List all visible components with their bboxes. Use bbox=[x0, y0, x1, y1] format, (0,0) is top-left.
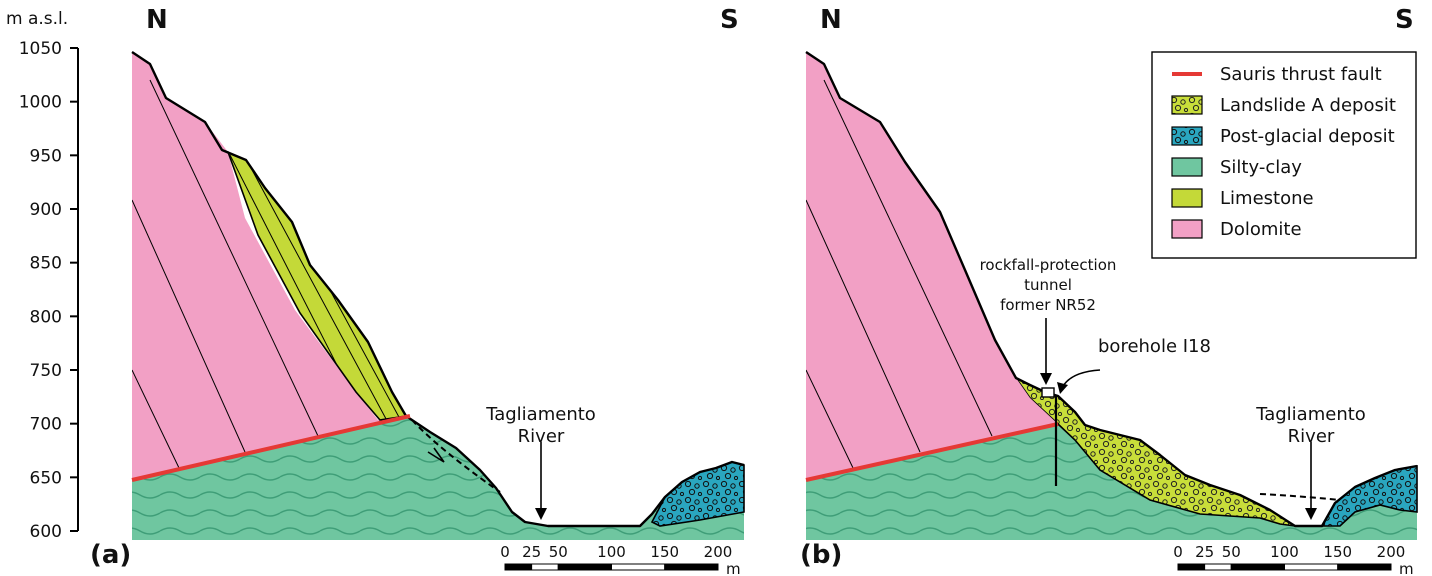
legend-swatch bbox=[1171, 188, 1203, 208]
borehole-label: borehole I18 bbox=[1098, 336, 1211, 357]
scale-segment bbox=[557, 563, 612, 571]
scale-tick-label: 200 bbox=[704, 543, 733, 561]
scale-tick-label: 25 bbox=[1195, 543, 1214, 561]
river-label-b-line1: Tagliamento bbox=[1255, 404, 1366, 425]
legend-label: Silty-clay bbox=[1220, 157, 1302, 178]
tunnel-arrowhead bbox=[1040, 373, 1052, 385]
legend-item-line: Sauris thrust fault bbox=[1172, 64, 1382, 85]
scale-tick-label: 0 bbox=[1173, 543, 1183, 561]
y-tick-label: 600 bbox=[30, 522, 62, 542]
scale-tick-label: 150 bbox=[1323, 543, 1352, 561]
legend-swatch bbox=[1171, 126, 1203, 146]
scale-segment bbox=[611, 563, 666, 571]
y-tick-label: 900 bbox=[30, 200, 62, 220]
river-label-a-line1: Tagliamento bbox=[485, 404, 596, 425]
y-tick-label: 950 bbox=[30, 146, 62, 166]
y-tick-label: 850 bbox=[30, 254, 62, 274]
scale-unit: m bbox=[1399, 560, 1414, 576]
panel-label-a: (a) bbox=[90, 540, 131, 570]
panel-a: N S Tagliamento River (a) bbox=[90, 5, 745, 576]
dolomite-unit-b bbox=[806, 52, 1058, 480]
scale-tick-label: 50 bbox=[1222, 543, 1241, 561]
legend-item-limestone: Limestone bbox=[1171, 188, 1314, 209]
river-label-b-line2: River bbox=[1288, 426, 1335, 447]
legend-swatch bbox=[1171, 219, 1203, 239]
scale-unit: m bbox=[726, 560, 741, 576]
river-arrowhead-b bbox=[1305, 508, 1317, 520]
legend-item-postglacial: Post-glacial deposit bbox=[1171, 126, 1395, 147]
y-ticks: 1050 1000 950 900 850 800 750 700 650 600 bbox=[19, 39, 78, 542]
topography-b bbox=[805, 51, 1418, 528]
panel-b: N S rockfall-protection tunnel former NR… bbox=[800, 5, 1418, 576]
south-label-a: S bbox=[720, 5, 739, 35]
slip-arrow-a bbox=[427, 447, 445, 463]
former-profile-b bbox=[1259, 493, 1341, 501]
dolomite-bedding-a bbox=[132, 79, 319, 471]
legend-swatch bbox=[1171, 95, 1203, 115]
dolomite-unit-a bbox=[132, 52, 406, 480]
y-axis: m a.s.l. 1050 1000 950 900 850 800 750 700 650 60… bbox=[6, 9, 79, 542]
legend-swatch bbox=[1171, 157, 1203, 177]
sauris-thrust-b bbox=[805, 422, 1059, 482]
scale-segment bbox=[1337, 563, 1392, 571]
legend-label: Landslide A deposit bbox=[1220, 95, 1396, 116]
scale-tick-label: 150 bbox=[650, 543, 679, 561]
y-tick-label: 650 bbox=[30, 468, 62, 488]
legend-item-dolomite: Dolomite bbox=[1171, 219, 1302, 240]
scale-segment bbox=[1230, 563, 1285, 571]
legend-label: Limestone bbox=[1220, 188, 1314, 209]
y-axis-label: m a.s.l. bbox=[6, 9, 68, 29]
panel-label-b: (b) bbox=[800, 540, 842, 570]
tunnel-marker bbox=[1041, 387, 1055, 398]
legend-item-clay: Silty-clay bbox=[1171, 157, 1302, 178]
y-tick-label: 700 bbox=[30, 415, 62, 435]
scale-tick-label: 0 bbox=[500, 543, 510, 561]
legend-label: Post-glacial deposit bbox=[1220, 126, 1395, 147]
south-label-b: S bbox=[1395, 5, 1414, 35]
tunnel-label-line2: tunnel bbox=[1024, 276, 1072, 294]
scale-tick-label: 100 bbox=[597, 543, 626, 561]
legend-item-landslide: Landslide A deposit bbox=[1171, 95, 1396, 116]
silty-clay-unit-b bbox=[806, 424, 1417, 540]
north-label-a: N bbox=[146, 5, 168, 35]
scale-segment bbox=[664, 563, 719, 571]
y-tick-label: 1000 bbox=[19, 93, 62, 113]
silty-clay-unit-a bbox=[132, 416, 744, 540]
legend-label: Dolomite bbox=[1220, 219, 1302, 240]
scale-tick-label: 100 bbox=[1270, 543, 1299, 561]
scale-tick-label: 50 bbox=[549, 543, 568, 561]
tunnel-label-line3: former NR52 bbox=[1000, 296, 1096, 314]
scale-segment bbox=[504, 563, 533, 571]
scale-segment bbox=[1204, 563, 1232, 571]
scale-tick-label: 25 bbox=[522, 543, 541, 561]
scale-segment bbox=[1284, 563, 1339, 571]
tunnel-label-line1: rockfall-protection bbox=[980, 256, 1117, 274]
scale-segment bbox=[1177, 563, 1206, 571]
legend-label: Sauris thrust fault bbox=[1220, 64, 1382, 85]
borehole-arrowhead bbox=[1057, 382, 1068, 394]
y-tick-label: 800 bbox=[30, 307, 62, 327]
scale-segment bbox=[531, 563, 559, 571]
sauris-thrust-a bbox=[131, 414, 411, 482]
river-arrowhead-a bbox=[535, 508, 547, 520]
river-label-a-line2: River bbox=[518, 426, 565, 447]
y-tick-label: 750 bbox=[30, 361, 62, 381]
north-label-b: N bbox=[820, 5, 842, 35]
y-tick-label: 1050 bbox=[19, 39, 62, 59]
scale-tick-label: 200 bbox=[1377, 543, 1406, 561]
dolomite-bedding-b bbox=[806, 79, 993, 471]
topography-a bbox=[131, 51, 745, 528]
